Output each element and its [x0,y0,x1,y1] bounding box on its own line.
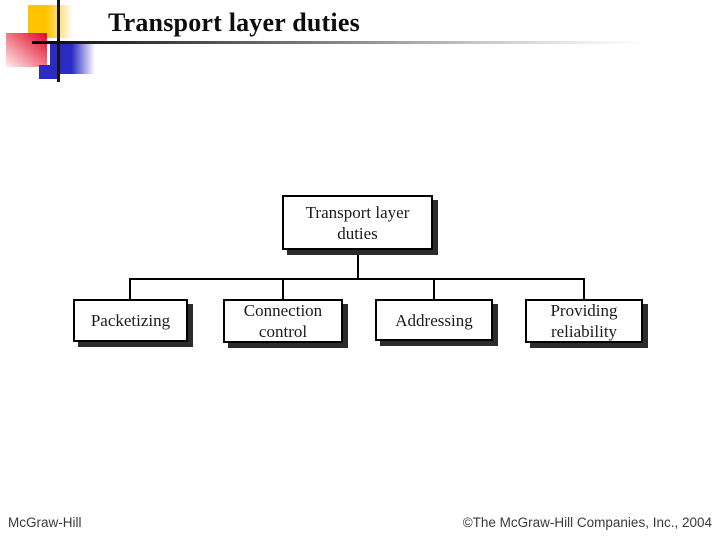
child-node-label: Providing reliability [550,301,618,341]
child-node-providing-reliability: Providing reliability [525,299,643,343]
root-node-transport-layer-duties: Transport layer duties [282,195,433,250]
child-node-connection-control: Connection control [223,299,343,343]
connector-horizontal-line [129,278,585,280]
child-node-label: Connection control [243,301,323,341]
connector-root-stub [357,250,359,278]
child-node-label: Packetizing [90,311,171,330]
child-node-label: Addressing [395,310,473,330]
red-square-decoration [6,33,47,67]
connector-stub-connection-control [282,280,284,299]
page-title: Transport layer duties [108,8,360,37]
footer-publisher: McGraw-Hill [8,515,82,530]
connector-stub-providing-reliability [583,280,585,299]
yellow-square-decoration [28,5,73,38]
connector-stub-addressing [433,280,435,299]
child-node-packetizing: Packetizing [73,299,188,342]
connector-stub-packetizing [129,280,131,299]
title-underline-rule [32,41,660,44]
child-node-addressing: Addressing [375,299,493,341]
footer-copyright: ©The McGraw-Hill Companies, Inc., 2004 [462,515,712,530]
root-node-label: Transport layer duties [305,202,410,243]
